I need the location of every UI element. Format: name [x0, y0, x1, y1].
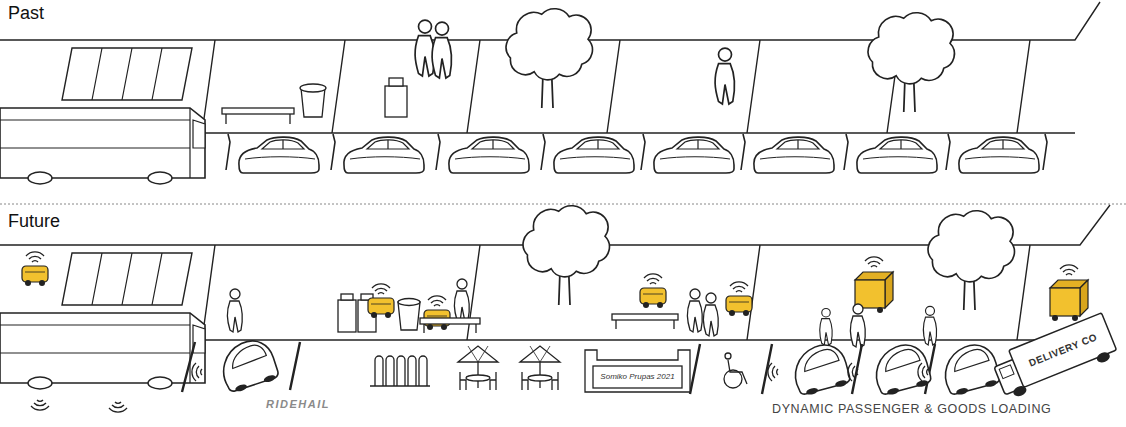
delivery-robot [424, 296, 450, 330]
parked-car [959, 137, 1039, 173]
signal-waves [848, 363, 858, 381]
delivery-truck [990, 313, 1118, 401]
parked-car [344, 137, 424, 173]
tree [868, 13, 954, 112]
newspaper-box [385, 78, 407, 117]
pedestrian [687, 289, 702, 332]
delivery-robot [726, 282, 752, 316]
parklet-planter [585, 350, 690, 392]
trash-can [300, 84, 326, 117]
autonomous-bus [0, 313, 205, 389]
autonomous-car [870, 340, 933, 397]
cargo-robot [1050, 265, 1088, 321]
parked-car [754, 137, 834, 173]
vehicle-label: DELIVERY CO [1027, 331, 1099, 368]
panel-heading: Future [8, 212, 60, 232]
parked-car [554, 137, 634, 173]
zone-label: RIDEHAIL [266, 398, 330, 410]
tree [506, 9, 592, 108]
autonomous-car [216, 335, 280, 394]
divider [0, 204, 1126, 205]
pedestrian [415, 20, 434, 76]
signal-waves [192, 363, 202, 381]
pedestrian [454, 279, 469, 322]
bike-rack [370, 356, 430, 386]
delivery-robot [640, 274, 666, 308]
accessible-stall [724, 353, 747, 388]
pedestrian [703, 293, 718, 336]
signal-waves [918, 363, 928, 381]
autonomous-car [939, 340, 1002, 397]
parked-car [449, 137, 529, 173]
parked-car [857, 137, 937, 173]
bus-shelter [62, 48, 192, 100]
signal-waves [109, 402, 127, 412]
tree [928, 211, 1014, 310]
bus-shelter [62, 253, 192, 305]
bench [222, 108, 294, 124]
bench [420, 314, 678, 333]
signal-waves [768, 363, 778, 381]
tree [523, 206, 609, 305]
pedestrian [923, 306, 936, 345]
autonomous-car [789, 340, 852, 397]
artist-signature: Somiko Prupas 2021 [600, 373, 674, 382]
cafe-table [458, 346, 560, 390]
parked-car [654, 137, 734, 173]
panel-heading: Past [8, 4, 44, 24]
signal-waves [31, 400, 49, 410]
trash-can [398, 299, 420, 331]
pedestrian [432, 22, 451, 78]
zone-label: DYNAMIC PASSENGER & GOODS LOADING [772, 403, 1051, 417]
pedestrian [227, 289, 242, 332]
parked-car [239, 137, 319, 173]
pedestrian [820, 308, 833, 345]
bus [0, 108, 205, 184]
pedestrian [715, 48, 734, 104]
pedestrian [850, 304, 865, 347]
delivery-robot [368, 284, 394, 318]
delivery-robot [22, 252, 48, 286]
